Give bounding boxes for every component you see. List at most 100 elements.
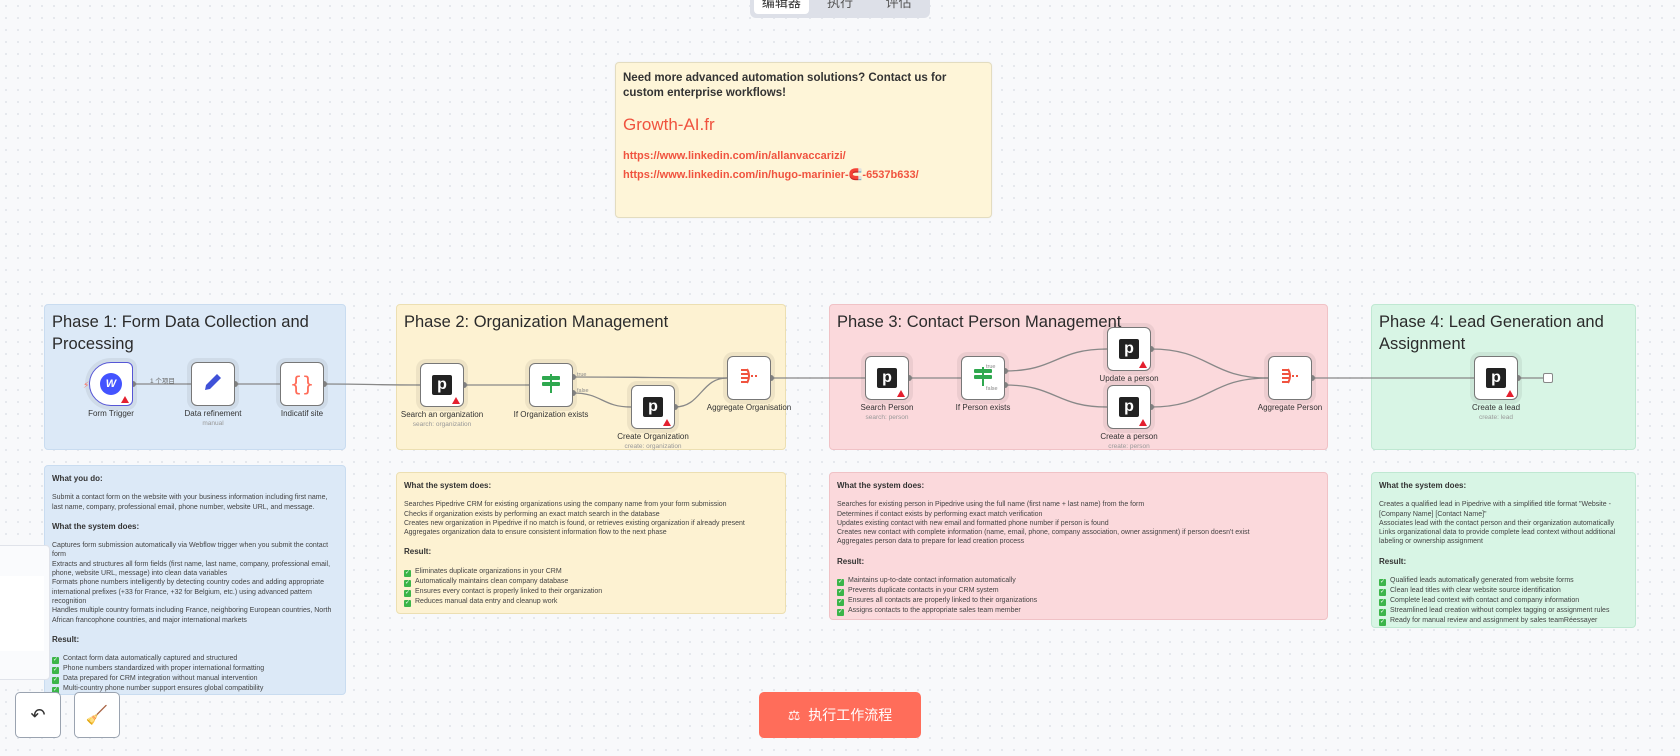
result-text: Assigns contacts to the appropriate sale… xyxy=(848,607,1021,615)
workflow-node-if-organization-exists[interactable] xyxy=(529,363,573,407)
result-item: ✓Phone numbers standardized with proper … xyxy=(52,664,338,675)
system-heading: What the system does: xyxy=(52,521,140,531)
result-item: ✓ Streamlined lead creation without compl… xyxy=(1379,606,1628,617)
aggregate-icon xyxy=(1278,364,1302,393)
checkmark-icon: ✓ xyxy=(52,687,59,695)
phase-title: Phase 2: Organization Management xyxy=(404,313,669,331)
result-item: ✓Ensures all contacts are properly linke… xyxy=(837,596,1320,607)
webflow-icon: W xyxy=(100,373,122,395)
result-text: Data prepared for CRM integration withou… xyxy=(63,675,258,683)
result-item: ✓ Clean lead titles with clear website so… xyxy=(1379,586,1628,597)
system-line: Formats phone numbers intelligently by d… xyxy=(52,579,324,605)
result-text: Complete lead context with contact and c… xyxy=(1390,597,1580,605)
pipedrive-icon: p xyxy=(1119,397,1139,417)
result-item: ✓ Multi-country phone number support ensu… xyxy=(52,684,338,695)
tab-executions[interactable]: 执行 xyxy=(827,0,854,10)
checkmark-icon: ✓ xyxy=(52,657,59,665)
checkmark-icon: ✓ xyxy=(1379,589,1386,597)
result-text: Multi-country phone number support ensur… xyxy=(63,685,264,693)
undo-button[interactable]: ↶ xyxy=(15,692,61,738)
node-label: Search an organization xyxy=(400,410,484,419)
linkedin-link-hugo[interactable]: https://www.linkedin.com/in/hugo-marinie… xyxy=(623,169,919,181)
result-text: Qualified leads automatically generated … xyxy=(1390,577,1574,585)
warning-icon xyxy=(897,390,905,397)
node-subtitle: search: person xyxy=(865,414,909,421)
workflow-node-update-a-person[interactable]: p xyxy=(1107,327,1151,371)
signpost-icon xyxy=(971,364,995,393)
system-line: Links organizational data to provide com… xyxy=(1379,529,1616,546)
result-text: Automatically maintains clean company da… xyxy=(415,577,569,585)
workflow-node-search-an-organization[interactable]: p xyxy=(420,363,464,407)
node-label: Aggregate Organisation xyxy=(706,403,792,412)
result-heading: Result: xyxy=(1379,556,1407,566)
trigger-bolt-icon: ⚡ xyxy=(83,380,90,390)
system-line: Searches for existing person in Pipedriv… xyxy=(837,501,1145,509)
pencil-icon xyxy=(201,370,225,399)
pipedrive-icon: p xyxy=(432,375,452,395)
linkedin-link-allan[interactable]: https://www.linkedin.com/in/allanvaccari… xyxy=(623,150,846,162)
node-label: Create a person xyxy=(1100,432,1158,441)
node-label: Indicatif site xyxy=(280,409,324,418)
side-panel[interactable] xyxy=(0,545,50,680)
result-item: ✓Automatically maintains clean company d… xyxy=(404,577,778,587)
tab-editor[interactable]: 编辑器 xyxy=(754,0,809,14)
workflow-node-form-trigger[interactable]: W xyxy=(89,362,133,406)
workflow-node-create-organization[interactable]: p xyxy=(631,385,675,429)
workflow-node-aggregate-person[interactable] xyxy=(1268,356,1312,400)
result-text: Ensures all contacts are properly linked… xyxy=(848,597,1038,605)
system-line: Captures form submission automatically v… xyxy=(52,542,329,559)
workflow-node-search-person[interactable]: p xyxy=(865,356,909,400)
node-label: Update a person xyxy=(1099,374,1159,383)
workflow-node-if-person-exists[interactable] xyxy=(961,356,1005,400)
result-text: Prevents duplicate contacts in your CRM … xyxy=(848,587,999,595)
result-item: ✓ Complete lead context with contact and … xyxy=(1379,596,1628,607)
system-line: Updates existing contact with new email … xyxy=(837,519,1109,527)
workflow-node-create-a-person[interactable]: p xyxy=(1107,385,1151,429)
system-line: Associates lead with the contact person … xyxy=(1379,519,1615,527)
checkmark-icon: ✓ xyxy=(837,589,844,597)
clear-button[interactable]: 🧹 xyxy=(74,692,120,738)
checkmark-icon: ✓ xyxy=(1379,609,1386,617)
phase-4-description[interactable]: What the system does:Creates a qualified… xyxy=(1371,472,1636,628)
tab-evaluation[interactable]: 评估 xyxy=(885,0,912,10)
system-line: Creates a qualified lead in Pipedrive wi… xyxy=(1379,501,1611,518)
user-text: Submit a contact form on the website wit… xyxy=(52,494,328,511)
workflow-node-indicatif-site[interactable]: {} xyxy=(280,362,324,406)
phase-3-description[interactable]: What the system does:Searches for existi… xyxy=(829,472,1328,620)
warning-icon xyxy=(121,396,129,403)
checkmark-icon: ✓ xyxy=(837,579,844,587)
system-heading: What the system does: xyxy=(404,481,492,490)
checkmark-icon: ✓ xyxy=(837,609,844,617)
edge-item-count: 1 个项目 xyxy=(150,378,175,385)
result-heading: Result: xyxy=(837,556,865,566)
undo-icon: ↶ xyxy=(30,704,46,725)
add-node-button[interactable] xyxy=(1543,373,1553,383)
result-item: ✓ Prevents duplicate contacts in your CRM… xyxy=(837,586,1320,597)
checkmark-icon: ✓ xyxy=(404,589,411,597)
result-heading: Result: xyxy=(52,634,80,644)
panel-content xyxy=(0,576,44,651)
node-label: Create a lead xyxy=(1471,403,1521,412)
edge-true-label: true xyxy=(577,372,587,378)
contact-sticky-note[interactable]: Need more advanced automation solutions?… xyxy=(615,62,992,218)
checkmark-icon: ✓ xyxy=(52,667,59,675)
pipedrive-icon: p xyxy=(1486,368,1506,388)
workflow-node-create-a-lead[interactable]: p xyxy=(1474,356,1518,400)
execute-workflow-button[interactable]: ⚖ 执行工作流程 xyxy=(759,692,921,738)
note-question: Need more advanced automation solutions?… xyxy=(623,72,947,99)
node-subtitle: search: organization xyxy=(412,421,472,428)
checkmark-icon: ✓ xyxy=(1379,599,1386,607)
checkmark-icon: ✓ xyxy=(404,599,411,607)
pipedrive-icon: p xyxy=(643,397,663,417)
execute-label: 执行工作流程 xyxy=(808,707,893,723)
checkmark-icon: ✓ xyxy=(1379,619,1386,627)
workflow-node-data-refinement[interactable] xyxy=(191,362,235,406)
phase-2-description[interactable]: What the system does:Searches Pipedrive … xyxy=(396,472,786,614)
warning-icon xyxy=(663,419,671,426)
node-subtitle: create: organization xyxy=(624,443,682,450)
phase-1-description[interactable]: What you do:Submit a contact form on the… xyxy=(44,465,346,695)
result-text: Clean lead titles with clear website sou… xyxy=(1390,587,1561,595)
workflow-node-aggregate-organisation[interactable] xyxy=(727,356,771,400)
node-subtitle: manual xyxy=(202,420,224,427)
result-text: Streamlined lead creation without comple… xyxy=(1390,607,1610,615)
